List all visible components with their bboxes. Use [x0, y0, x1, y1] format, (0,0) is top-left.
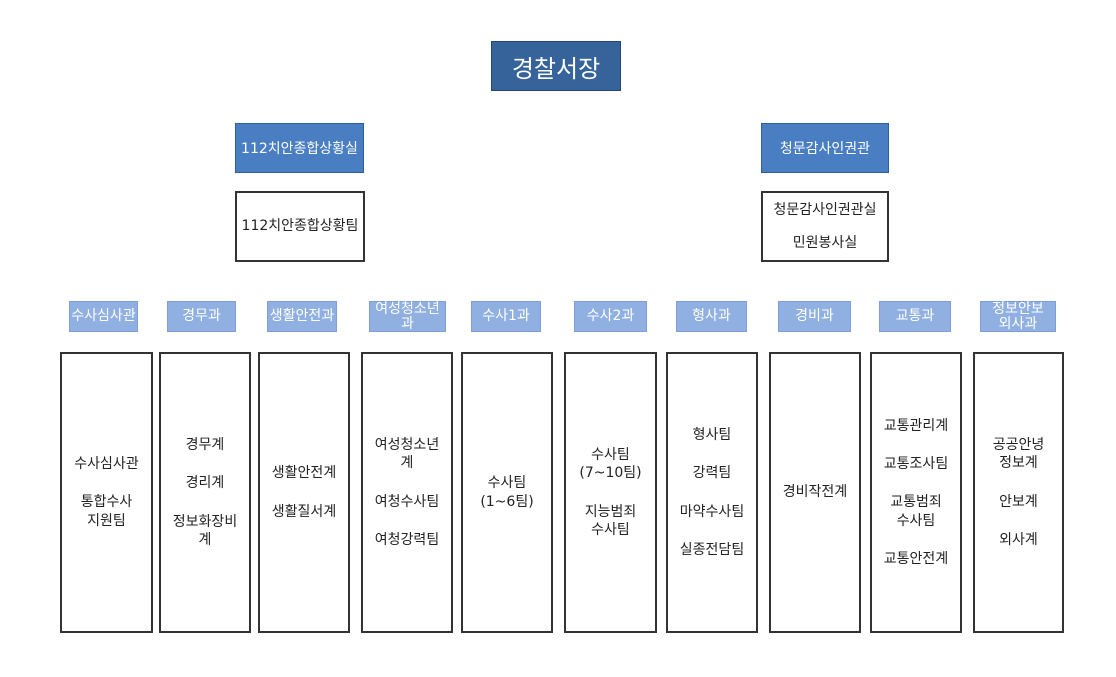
section-header: 교통과 [879, 301, 951, 332]
section-header: 여성청소년과 [369, 301, 446, 332]
section-title: 형사과 [692, 308, 731, 325]
situation-room-subunits: 112치안종합상황팀 [235, 191, 365, 262]
situation-room-header: 112치안종합상황실 [235, 123, 364, 173]
chief-box: 경찰서장 [491, 41, 621, 91]
section-header: 정보안보 외사과 [980, 301, 1056, 332]
section-header: 형사과 [676, 301, 747, 332]
unit-item: 외사계 [999, 531, 1038, 548]
unit-item: 경무계 [185, 437, 225, 454]
unit-item: 경리계 [185, 475, 225, 492]
section-title: 수사심사관 [71, 308, 136, 325]
section-header: 경무과 [167, 301, 236, 332]
unit-item: 공공안녕 정보계 [992, 437, 1045, 472]
section-header: 수사2과 [574, 301, 647, 332]
inspector-subunit: 민원봉사실 [792, 234, 858, 251]
unit-item: 생활질서계 [271, 503, 337, 520]
section-title: 수사1과 [482, 308, 530, 325]
unit-item: 통합수사 지원팀 [80, 494, 133, 529]
unit-item: 마약수사팀 [679, 503, 745, 520]
chief-label: 경찰서장 [511, 54, 601, 83]
unit-item: 교통조사팀 [883, 456, 949, 473]
unit-item: 실종전담팀 [679, 541, 745, 558]
section-title: 수사2과 [586, 308, 635, 325]
unit-item: 여성청소년계 [374, 437, 440, 472]
section-title: 경무과 [182, 308, 221, 325]
section-header: 수사1과 [471, 301, 541, 332]
unit-item: 경비작전계 [782, 484, 848, 501]
unit-item: 교통관리계 [883, 418, 949, 435]
unit-item: 정보화장비계 [172, 513, 238, 548]
section-header: 생활안전과 [267, 301, 337, 332]
unit-item: 수사팀 (7~10팀) [579, 447, 642, 482]
section-title: 교통과 [895, 308, 935, 325]
unit-item: 형사팀 [692, 427, 732, 444]
section-header: 수사심사관 [69, 301, 138, 332]
unit-item: 지능범죄 수사팀 [584, 503, 637, 538]
unit-item: 여청강력팀 [374, 531, 440, 548]
unit-item: 교통범죄 수사팀 [890, 494, 942, 529]
section-units: 수사팀 (7~10팀) 지능범죄 수사팀 [564, 352, 657, 633]
section-header: 경비과 [778, 301, 851, 332]
section-units: 수사팀 (1~6팀) [461, 352, 553, 633]
section-title: 경비과 [795, 308, 834, 325]
situation-room-title: 112치안종합상황실 [241, 141, 358, 157]
unit-item: 교통안전계 [883, 550, 949, 567]
inspector-subunit: 청문감사인권관실 [773, 202, 877, 219]
unit-item: 안보계 [999, 493, 1038, 510]
section-title: 여성청소년과 [375, 300, 440, 332]
inspector-subunits: 청문감사인권관실 민원봉사실 [761, 191, 889, 262]
inspector-header: 청문감사인권관 [761, 123, 889, 173]
inspector-title: 청문감사인권관 [779, 141, 871, 157]
unit-item: 수사팀 (1~6팀) [480, 475, 534, 510]
section-units: 경비작전계 [769, 352, 861, 633]
section-title: 정보안보 외사과 [992, 300, 1044, 332]
unit-item: 여청수사팀 [374, 493, 440, 510]
unit-item: 수사심사관 [74, 456, 139, 473]
unit-item: 생활안전계 [271, 465, 337, 482]
section-title: 생활안전과 [269, 308, 335, 325]
unit-item: 강력팀 [692, 465, 732, 482]
situation-room-subunit: 112치안종합상황팀 [241, 218, 359, 235]
